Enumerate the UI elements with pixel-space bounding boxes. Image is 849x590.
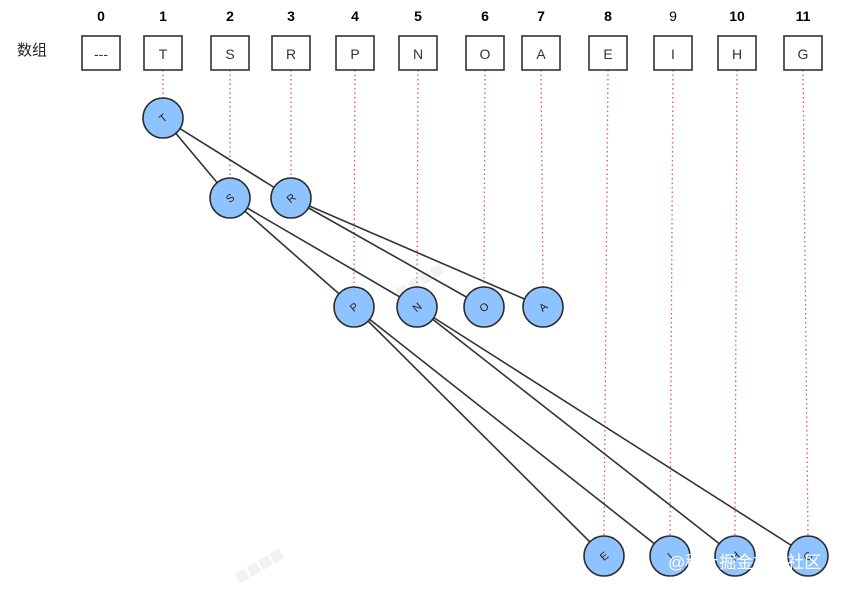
array-index-1: 1 (159, 8, 167, 24)
array-index-2: 2 (226, 8, 234, 24)
tree-node-G: G (787, 535, 829, 577)
guide-line-P (353, 69, 356, 288)
array-cell-value: E (603, 46, 612, 62)
array-index-9: 9 (669, 8, 677, 24)
tree-edge-P-I (353, 306, 671, 557)
array-cell-4: P (335, 35, 375, 71)
guide-line-E (603, 69, 609, 537)
tree-edge-S-P (229, 197, 355, 308)
array-cell-value: H (732, 46, 742, 62)
array-cell-value: G (798, 46, 809, 62)
tree-edge-S-N (229, 197, 418, 308)
array-index-10: 10 (729, 8, 745, 24)
guide-lines (162, 69, 809, 537)
array-cell-value: O (480, 46, 491, 62)
array-cell-box (521, 35, 561, 71)
array-cells: --- T S R P N O A E I H G (81, 35, 823, 71)
array-cell-box (81, 35, 121, 71)
tree-node-P: P (333, 286, 375, 328)
tree-node-circle (522, 286, 564, 328)
array-indices: 0 1 2 3 4 5 6 7 8 9 10 11 (97, 8, 811, 24)
tree-edge-R-O (290, 197, 485, 308)
array-cell-8: E (588, 35, 628, 71)
array-cell-box (783, 35, 823, 71)
tree-edges (162, 117, 809, 557)
tree-node-I: I (649, 535, 691, 577)
tree-node-O: O (463, 286, 505, 328)
tree-node-R: R (270, 177, 312, 219)
tree-edge-N-H (416, 306, 736, 557)
guide-line-O (483, 69, 486, 288)
array-cell-box (653, 35, 693, 71)
array-cell-value: T (159, 46, 168, 62)
array-cell-box (588, 35, 628, 71)
array-cell-1: T (143, 35, 183, 71)
array-cell-value: A (536, 46, 546, 62)
array-cell-value: I (671, 46, 675, 62)
tree-edge-R-A (290, 197, 544, 308)
array-cell-box (398, 35, 438, 71)
array-cell-value: --- (94, 46, 108, 62)
tree-node-A: A (522, 286, 564, 328)
watermark-text: @稀土掘金技术社区 (668, 553, 821, 572)
tree-node-H: H (714, 535, 756, 577)
array-cell-box (143, 35, 183, 71)
tree-node-T: T (142, 97, 184, 139)
array-cell-value: N (413, 46, 423, 62)
array-cell-11: G (783, 35, 823, 71)
array-cell-box (465, 35, 505, 71)
guide-line-H (734, 69, 738, 537)
array-cell-3: R (271, 35, 311, 71)
tree-node-S: S (209, 177, 251, 219)
array-index-4: 4 (351, 8, 359, 24)
array-index-3: 3 (287, 8, 295, 24)
array-index-7: 7 (537, 8, 545, 24)
tree-edge-P-E (353, 306, 605, 557)
tree-node-circle (714, 535, 756, 577)
array-cell-10: H (717, 35, 757, 71)
array-cell-box (717, 35, 757, 71)
tree-node-E: E (583, 535, 625, 577)
array-cell-2: S (210, 35, 250, 71)
array-index-5: 5 (414, 8, 422, 24)
array-cell-box (335, 35, 375, 71)
array-cell-value: P (350, 46, 359, 62)
tree-node-circle (209, 177, 251, 219)
svg-text:■■■■: ■■■■ (230, 541, 289, 589)
array-cell-0: --- (81, 35, 121, 71)
array-index-6: 6 (481, 8, 489, 24)
tree-edge-T-R (162, 117, 292, 199)
guide-line-A (540, 69, 544, 288)
array-cell-box (210, 35, 250, 71)
tree-node-circle (333, 286, 375, 328)
tree-node-circle (142, 97, 184, 139)
array-cell-5: N (398, 35, 438, 71)
guide-line-N (416, 69, 419, 288)
array-index-0: 0 (97, 8, 105, 24)
array-cell-box (271, 35, 311, 71)
tree-node-label: I (666, 551, 676, 562)
tree-node-circle (583, 535, 625, 577)
array-index-8: 8 (604, 8, 612, 24)
guide-line-G (802, 69, 809, 537)
tree-node-N: N (396, 286, 438, 328)
guide-line-I (669, 69, 674, 537)
array-cell-6: O (465, 35, 505, 71)
array-cell-value: R (286, 46, 296, 62)
tree-node-circle (787, 535, 829, 577)
array-cell-9: I (653, 35, 693, 71)
tree-node-circle (270, 177, 312, 219)
tree-node-circle (396, 286, 438, 328)
array-label: 数组 (17, 42, 47, 59)
tree-node-circle (649, 535, 691, 577)
array-cell-value: S (225, 46, 234, 62)
array-index-11: 11 (796, 8, 811, 24)
array-cell-7: A (521, 35, 561, 71)
tree-edge-N-G (416, 306, 809, 557)
tree-node-circle (463, 286, 505, 328)
